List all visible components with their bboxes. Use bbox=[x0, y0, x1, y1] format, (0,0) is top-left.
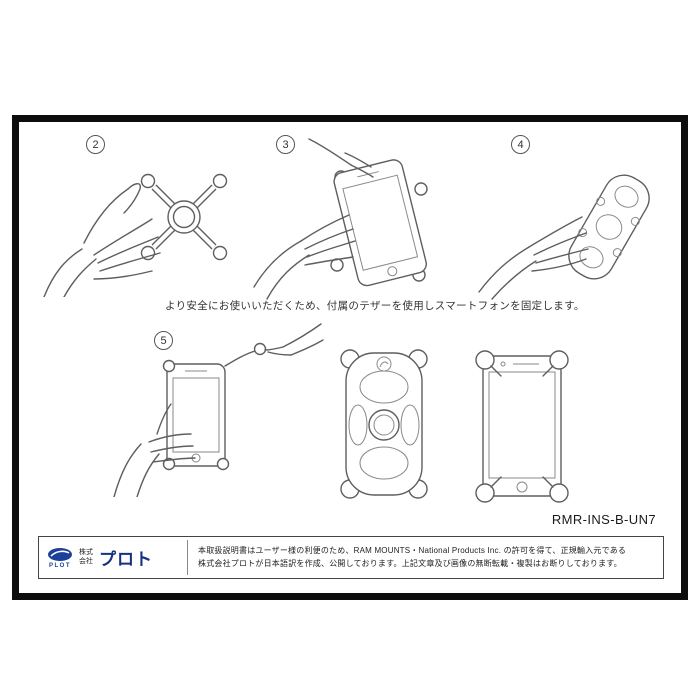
step-2-badge: 2 bbox=[86, 135, 105, 154]
plot-logo-icon bbox=[48, 547, 72, 561]
tether-web-icon bbox=[568, 174, 650, 280]
holder-front-view bbox=[475, 350, 569, 503]
part-number: RMR-INS-B-UN7 bbox=[551, 512, 656, 527]
hand-icon bbox=[264, 323, 324, 356]
step-5-illustration-attach-tether bbox=[113, 323, 324, 497]
step-2-illustration-x-grip-spider-icon bbox=[43, 173, 228, 297]
disclaimer-line-1: 本取扱説明書はユーザー様の利便のため、RAM MOUNTS・National P… bbox=[198, 545, 627, 555]
safety-caption: より安全にお使いいただくため、付属のテザーを使用しスマートフォンを固定します。 bbox=[165, 300, 585, 312]
smartphone-icon bbox=[166, 363, 226, 467]
footer-box: PLOT 株式 会社 プロト 本取扱説明書はユーザー様の利便のため、RAM MO… bbox=[38, 536, 664, 579]
hand-icon bbox=[308, 138, 374, 178]
step-3-badge: 3 bbox=[276, 135, 295, 154]
footer-divider bbox=[187, 540, 188, 575]
step-4-badge: 4 bbox=[511, 135, 530, 154]
plot-logo-text: PLOT bbox=[49, 562, 71, 569]
step-5-badge: 5 bbox=[154, 331, 173, 350]
plot-logo: PLOT bbox=[47, 547, 73, 569]
x-grip-spider-icon bbox=[140, 173, 228, 261]
step-4-number: 4 bbox=[517, 139, 524, 151]
ball-knobs-icon bbox=[475, 350, 569, 503]
disclaimer-line-2: 株式会社プロトが日本語訳を作成、公開しております。上記文章及び画像の無断転載・複… bbox=[198, 558, 622, 568]
instruction-frame: 2 3 4 5 bbox=[12, 115, 688, 600]
holder-back-view bbox=[340, 349, 428, 499]
hand-icon bbox=[113, 403, 196, 497]
step-3-illustration-phone-on-grip bbox=[253, 138, 428, 300]
tether-web-icon bbox=[345, 352, 423, 496]
hand-icon bbox=[253, 214, 356, 300]
hand-icon bbox=[43, 183, 161, 297]
step-2-number: 2 bbox=[92, 139, 99, 151]
smartphone-icon bbox=[333, 159, 427, 287]
step-4-illustration-tether bbox=[478, 174, 650, 300]
smartphone-icon bbox=[482, 355, 562, 497]
step-5-number: 5 bbox=[160, 335, 167, 347]
ram-logo-icon bbox=[376, 356, 392, 372]
company-prefix: 株式 会社 bbox=[79, 549, 93, 565]
disclaimer-text: 本取扱説明書はユーザー様の利便のため、RAM MOUNTS・National P… bbox=[188, 537, 663, 578]
publisher-logo: PLOT 株式 会社 プロト bbox=[39, 537, 187, 578]
step-3-number: 3 bbox=[282, 139, 289, 151]
company-name: プロト bbox=[99, 550, 153, 569]
hand-icon bbox=[478, 216, 589, 300]
tether-knobs-icon bbox=[162, 342, 267, 471]
